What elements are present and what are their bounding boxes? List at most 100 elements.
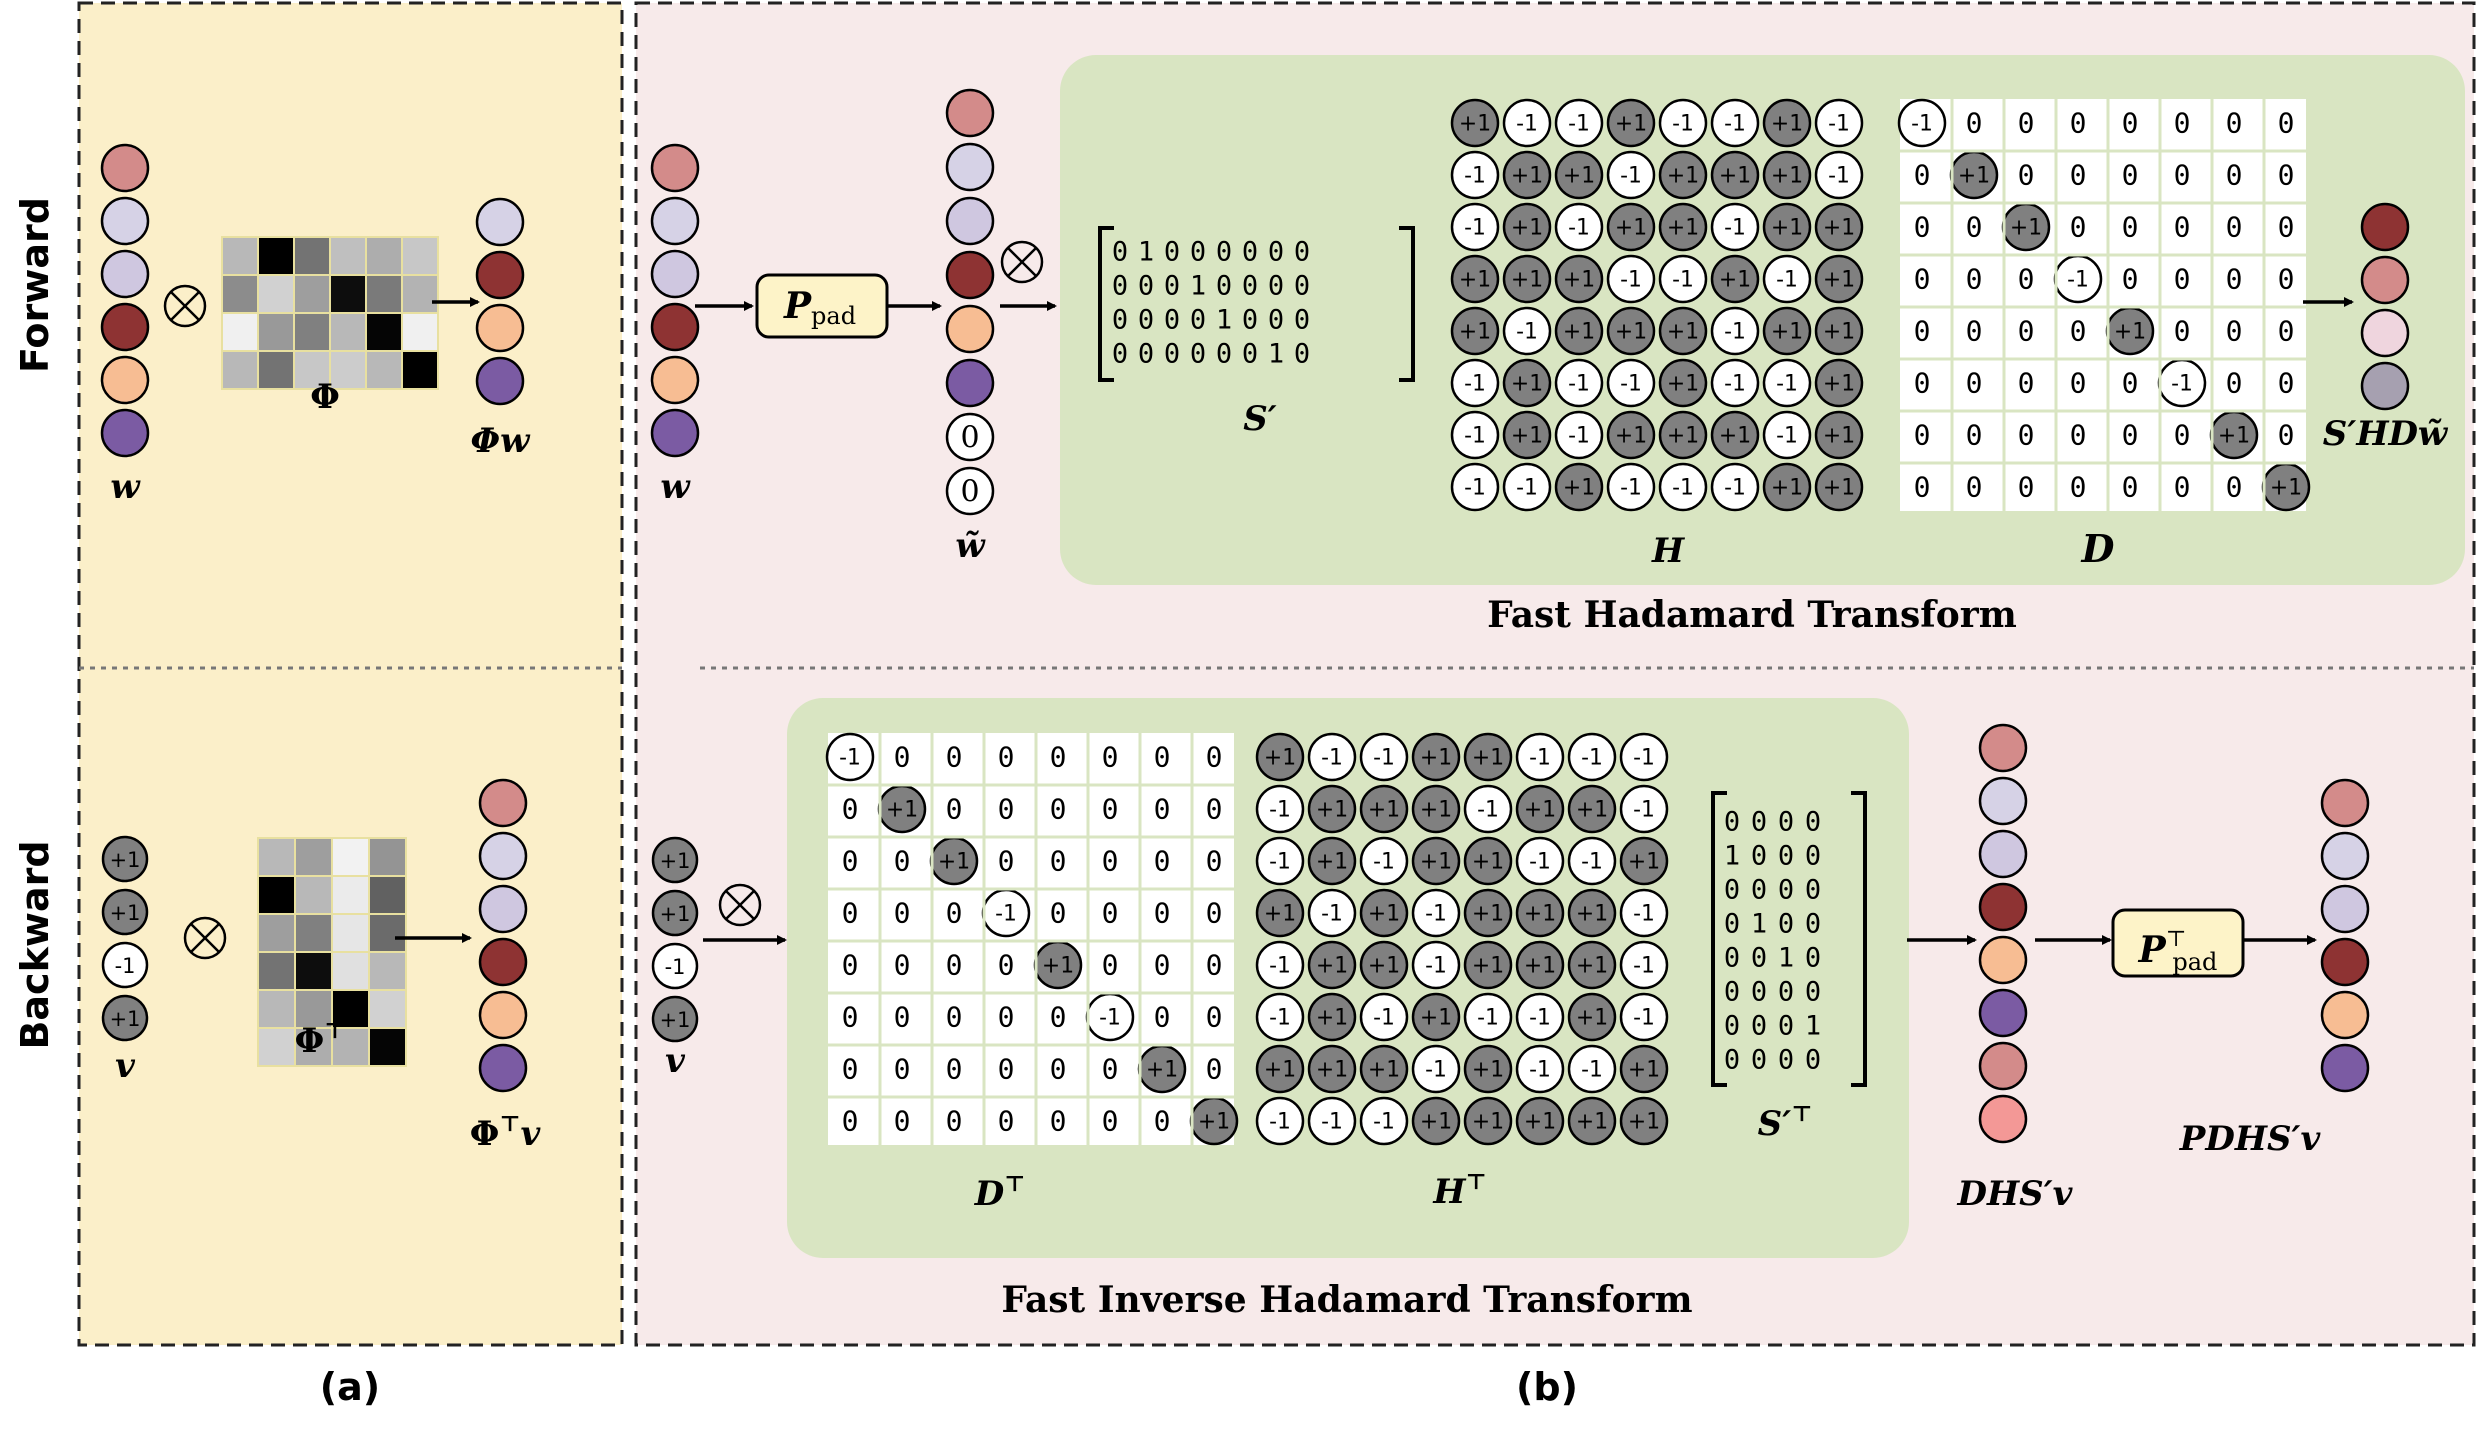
h-matrix-value: -1 <box>1464 372 1486 397</box>
h-t-matrix-value: +1 <box>1628 1058 1660 1083</box>
d-matrix-zero: 0 <box>2278 263 2295 296</box>
s-prime-t-matrix-entry: 0 <box>1724 909 1740 940</box>
h-t-matrix-circle <box>1307 888 1357 938</box>
h-matrix-value: +1 <box>1563 268 1595 293</box>
dhs-vector-element <box>1978 1094 2028 1144</box>
d-matrix-zero: 0 <box>2018 159 2035 192</box>
phi-matrix-cell <box>293 350 331 390</box>
w-tilde-vector-element <box>945 88 995 138</box>
s-prime-t-matrix-entry: 0 <box>1778 1011 1794 1042</box>
h-t-matrix-circle <box>1411 888 1461 938</box>
h-matrix-circle <box>1554 410 1604 460</box>
d-t-matrix-zero: 0 <box>998 1105 1015 1138</box>
h-matrix-circle <box>1658 410 1708 460</box>
d-matrix-diag-value: +1 <box>2218 424 2250 449</box>
d-matrix-zero: 0 <box>2174 471 2191 504</box>
s-prime-matrix-entry: 1 <box>1138 237 1154 268</box>
ppad-fwd-sub: pad <box>811 302 856 330</box>
h-t-matrix-value: +1 <box>1576 902 1608 927</box>
d-matrix-zero: 0 <box>2070 315 2087 348</box>
h-t-matrix-circle <box>1619 1096 1669 1146</box>
h-matrix-circle <box>1814 462 1864 512</box>
w-tilde-vector-element <box>945 250 995 300</box>
d-matrix-diag-value: +1 <box>1958 164 1990 189</box>
otimes-a-fwd <box>163 284 207 328</box>
w-vector-a-element <box>100 408 150 458</box>
d-matrix-zero: 0 <box>2018 419 2035 452</box>
s-prime-t-matrix-entry: 0 <box>1778 807 1794 838</box>
phi-t-matrix-cell <box>294 951 333 991</box>
w-vector-b-element <box>650 249 700 299</box>
h-matrix-value: +1 <box>1823 372 1855 397</box>
w-vector-a-element <box>100 196 150 246</box>
h-matrix-circle <box>1606 306 1656 356</box>
h-matrix-value: +1 <box>1563 320 1595 345</box>
h-t-matrix-value: -1 <box>1321 746 1343 771</box>
h-t-matrix-value: +1 <box>1264 1058 1296 1083</box>
w-tilde-vector-zero-element <box>945 412 995 462</box>
phi-matrix-cell <box>401 312 439 352</box>
h-matrix-value: +1 <box>1511 164 1543 189</box>
phi-matrix-cell <box>293 312 331 352</box>
h-t-matrix-value: -1 <box>1269 954 1291 979</box>
h-matrix-circle <box>1710 202 1760 252</box>
h-matrix-circle <box>1554 306 1604 356</box>
h-matrix-value: -1 <box>1776 424 1798 449</box>
dhs-vector-element <box>1978 988 2028 1038</box>
h-matrix-circle <box>1762 202 1812 252</box>
phi-matrix-cell <box>329 274 367 314</box>
d-t-matrix-zero: 0 <box>1206 949 1223 982</box>
d-matrix-zero: 0 <box>1914 263 1931 296</box>
h-matrix-value: +1 <box>1667 216 1699 241</box>
phi-t-matrix-cell <box>257 913 296 953</box>
h-t-matrix-circle <box>1619 732 1669 782</box>
d-label: D <box>2081 526 2115 571</box>
s-prime-matrix-entry: 0 <box>1294 305 1310 336</box>
h-t-matrix-value: -1 <box>1633 902 1655 927</box>
s-prime-matrix-entry: 1 <box>1190 271 1206 302</box>
w-vector-a-element <box>100 143 150 193</box>
h-t-matrix-circle <box>1255 992 1305 1042</box>
h-t-matrix-circle <box>1359 940 1409 990</box>
w-tilde-vector-element <box>945 142 995 192</box>
h-t-matrix-circle <box>1515 888 1565 938</box>
h-matrix-value: +1 <box>1823 216 1855 241</box>
h-t-matrix-value: -1 <box>1373 1110 1395 1135</box>
h-t-matrix-value: +1 <box>1524 902 1556 927</box>
h-matrix-circle <box>1658 202 1708 252</box>
h-matrix-value: +1 <box>1563 164 1595 189</box>
h-t-matrix-circle <box>1619 992 1669 1042</box>
h-t-matrix-circle <box>1255 836 1305 886</box>
h-matrix-value: -1 <box>1724 112 1746 137</box>
h-matrix-circle <box>1814 202 1864 252</box>
h-matrix-circle <box>1450 410 1500 460</box>
h-t-matrix-value: +1 <box>1472 954 1504 979</box>
h-matrix-circle <box>1710 358 1760 408</box>
h-matrix-circle <box>1814 306 1864 356</box>
h-t-matrix-value: -1 <box>1633 746 1655 771</box>
h-matrix-circle <box>1658 462 1708 512</box>
s-prime-matrix-entry: 0 <box>1164 271 1180 302</box>
h-t-matrix-value: +1 <box>1420 746 1452 771</box>
w-vector-a-element <box>100 302 150 352</box>
d-t-matrix-diag-value: -1 <box>839 746 861 771</box>
h-t-matrix-circle <box>1463 888 1513 938</box>
h-t-matrix-circle <box>1463 1096 1513 1146</box>
phi-t-matrix-cell <box>331 837 370 877</box>
h-t-matrix-value: +1 <box>1316 1058 1348 1083</box>
h-matrix-circle <box>1658 306 1708 356</box>
d-matrix-zero: 0 <box>2122 263 2139 296</box>
h-matrix-circle <box>1658 358 1708 408</box>
h-matrix-value: +1 <box>1667 320 1699 345</box>
h-t-matrix-value: -1 <box>1373 1006 1395 1031</box>
h-t-matrix-value: -1 <box>1269 850 1291 875</box>
d-t-matrix-zero: 0 <box>894 1001 911 1034</box>
d-matrix-zero: 0 <box>2122 367 2139 400</box>
h-t-matrix-circle <box>1255 888 1305 938</box>
s-prime-matrix-entry: 0 <box>1268 305 1284 336</box>
d-matrix-zero: 0 <box>2070 419 2087 452</box>
h-t-matrix-circle <box>1567 1096 1617 1146</box>
h-matrix-value: -1 <box>1464 476 1486 501</box>
d-t-matrix-zero: 0 <box>894 845 911 878</box>
h-t-matrix-circle <box>1411 1044 1461 1094</box>
